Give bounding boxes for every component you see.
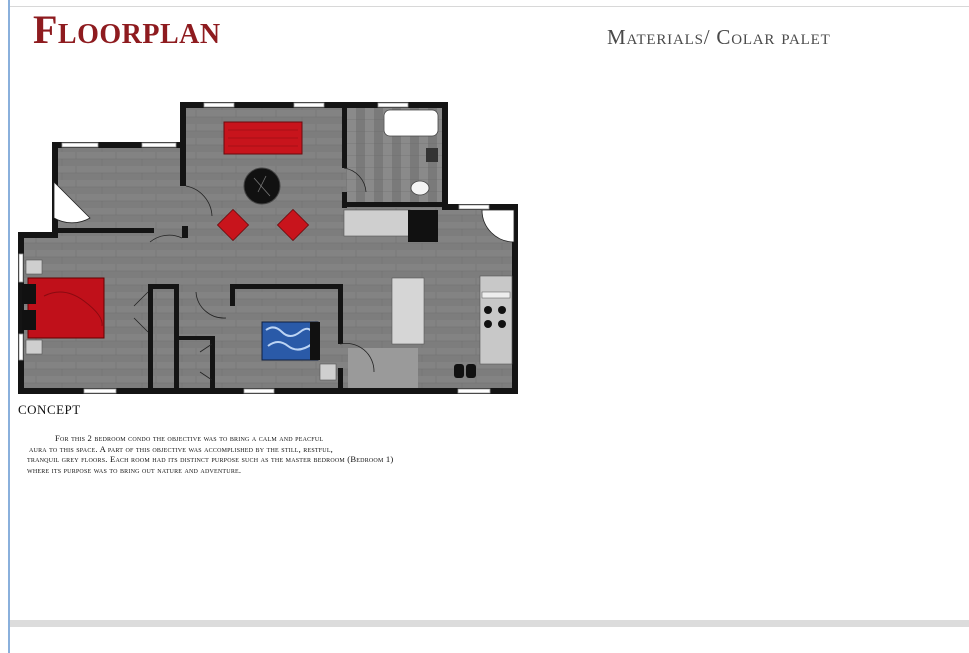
concept-text: For this 2 bedroom condo the objective w…: [27, 433, 527, 475]
windows: [18, 102, 491, 394]
fridge-icon: [408, 210, 438, 242]
stove-icon: [484, 306, 506, 328]
page-separator: [10, 620, 969, 627]
concept-line: aura to this space. A part of this objec…: [29, 443, 334, 454]
materials-heading: Materials/ Colar palet: [607, 25, 831, 49]
bathtub-icon: [383, 109, 439, 137]
nightstand-2-icon: [319, 363, 337, 381]
round-table-icon: [243, 167, 281, 205]
floorplan-svg: [18, 102, 518, 394]
kitchen-island: [391, 277, 425, 345]
page-left-border: [8, 0, 10, 653]
sofa-icon: [223, 121, 303, 155]
floorplan-drawing: [14, 96, 519, 402]
toilet-icon: [410, 180, 430, 196]
stool-icon: [454, 364, 476, 378]
page-top-border: [10, 6, 969, 7]
sink-icon: [481, 291, 511, 299]
concept-line: tranquil grey floors. Each room had its …: [27, 454, 394, 464]
door-swing-icon: [53, 181, 515, 243]
bed-2-icon: [261, 321, 320, 361]
door-arcs: [133, 167, 375, 381]
faucet-icon: [426, 148, 438, 162]
nightstand-icon: [25, 259, 43, 355]
kitchen-counter: [343, 209, 513, 365]
page-title: Floorplan: [33, 7, 221, 52]
concept-line: where its purpose was to bring out natur…: [27, 464, 242, 475]
concept-line: For this 2 bedroom condo the objective w…: [55, 433, 324, 443]
bed-icon: [22, 277, 105, 339]
entry-floor: [348, 348, 418, 388]
next-page-edge: [10, 627, 969, 653]
armchair-icon: [216, 208, 310, 242]
concept-heading: CONCEPT: [18, 402, 81, 417]
